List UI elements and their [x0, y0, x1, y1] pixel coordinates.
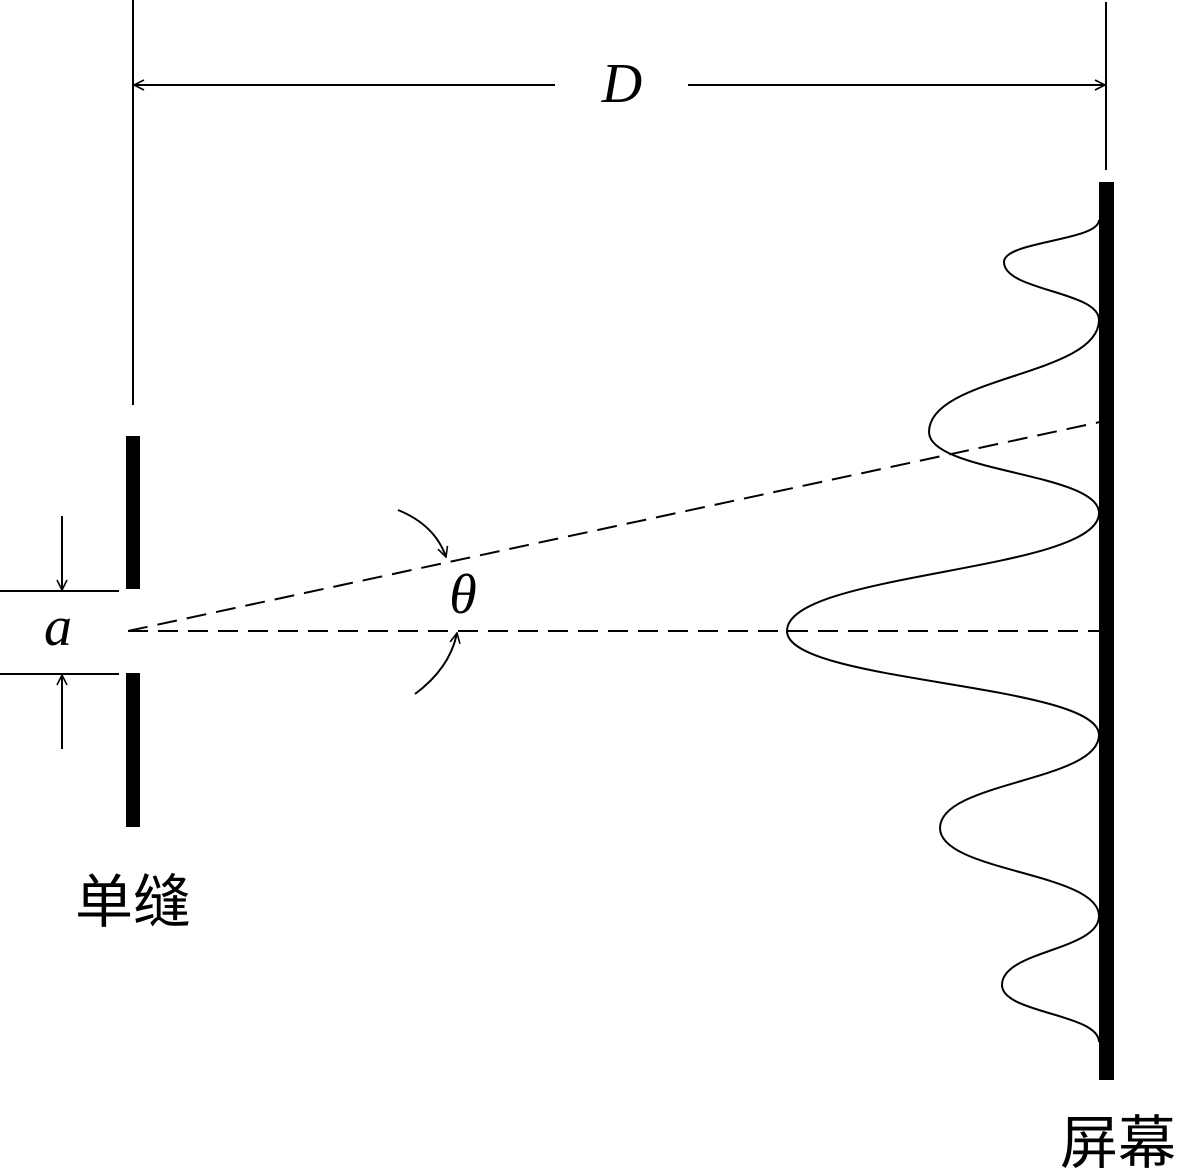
angled-ray-dashed	[127, 421, 1101, 632]
slit-lower-blade	[126, 673, 140, 827]
angle-indicator: θ	[397, 509, 477, 695]
distance-dimension: D	[132, 0, 1107, 405]
slit-width-label: a	[44, 596, 72, 658]
screen-caption: 屏幕	[1060, 1109, 1176, 1176]
slit-upper-blade	[126, 436, 140, 589]
screen	[1099, 182, 1114, 1080]
rays	[127, 421, 1101, 632]
slit-caption: 单缝	[75, 868, 191, 936]
angle-arrow-lower	[414, 633, 457, 695]
diffraction-intensity-curve	[785, 219, 1101, 1043]
distance-label: D	[601, 53, 642, 115]
slit-width-dimension: a	[0, 516, 119, 749]
angle-arrow-upper	[397, 509, 446, 557]
single-slit-barrier	[126, 436, 140, 827]
angle-label: θ	[449, 564, 477, 626]
